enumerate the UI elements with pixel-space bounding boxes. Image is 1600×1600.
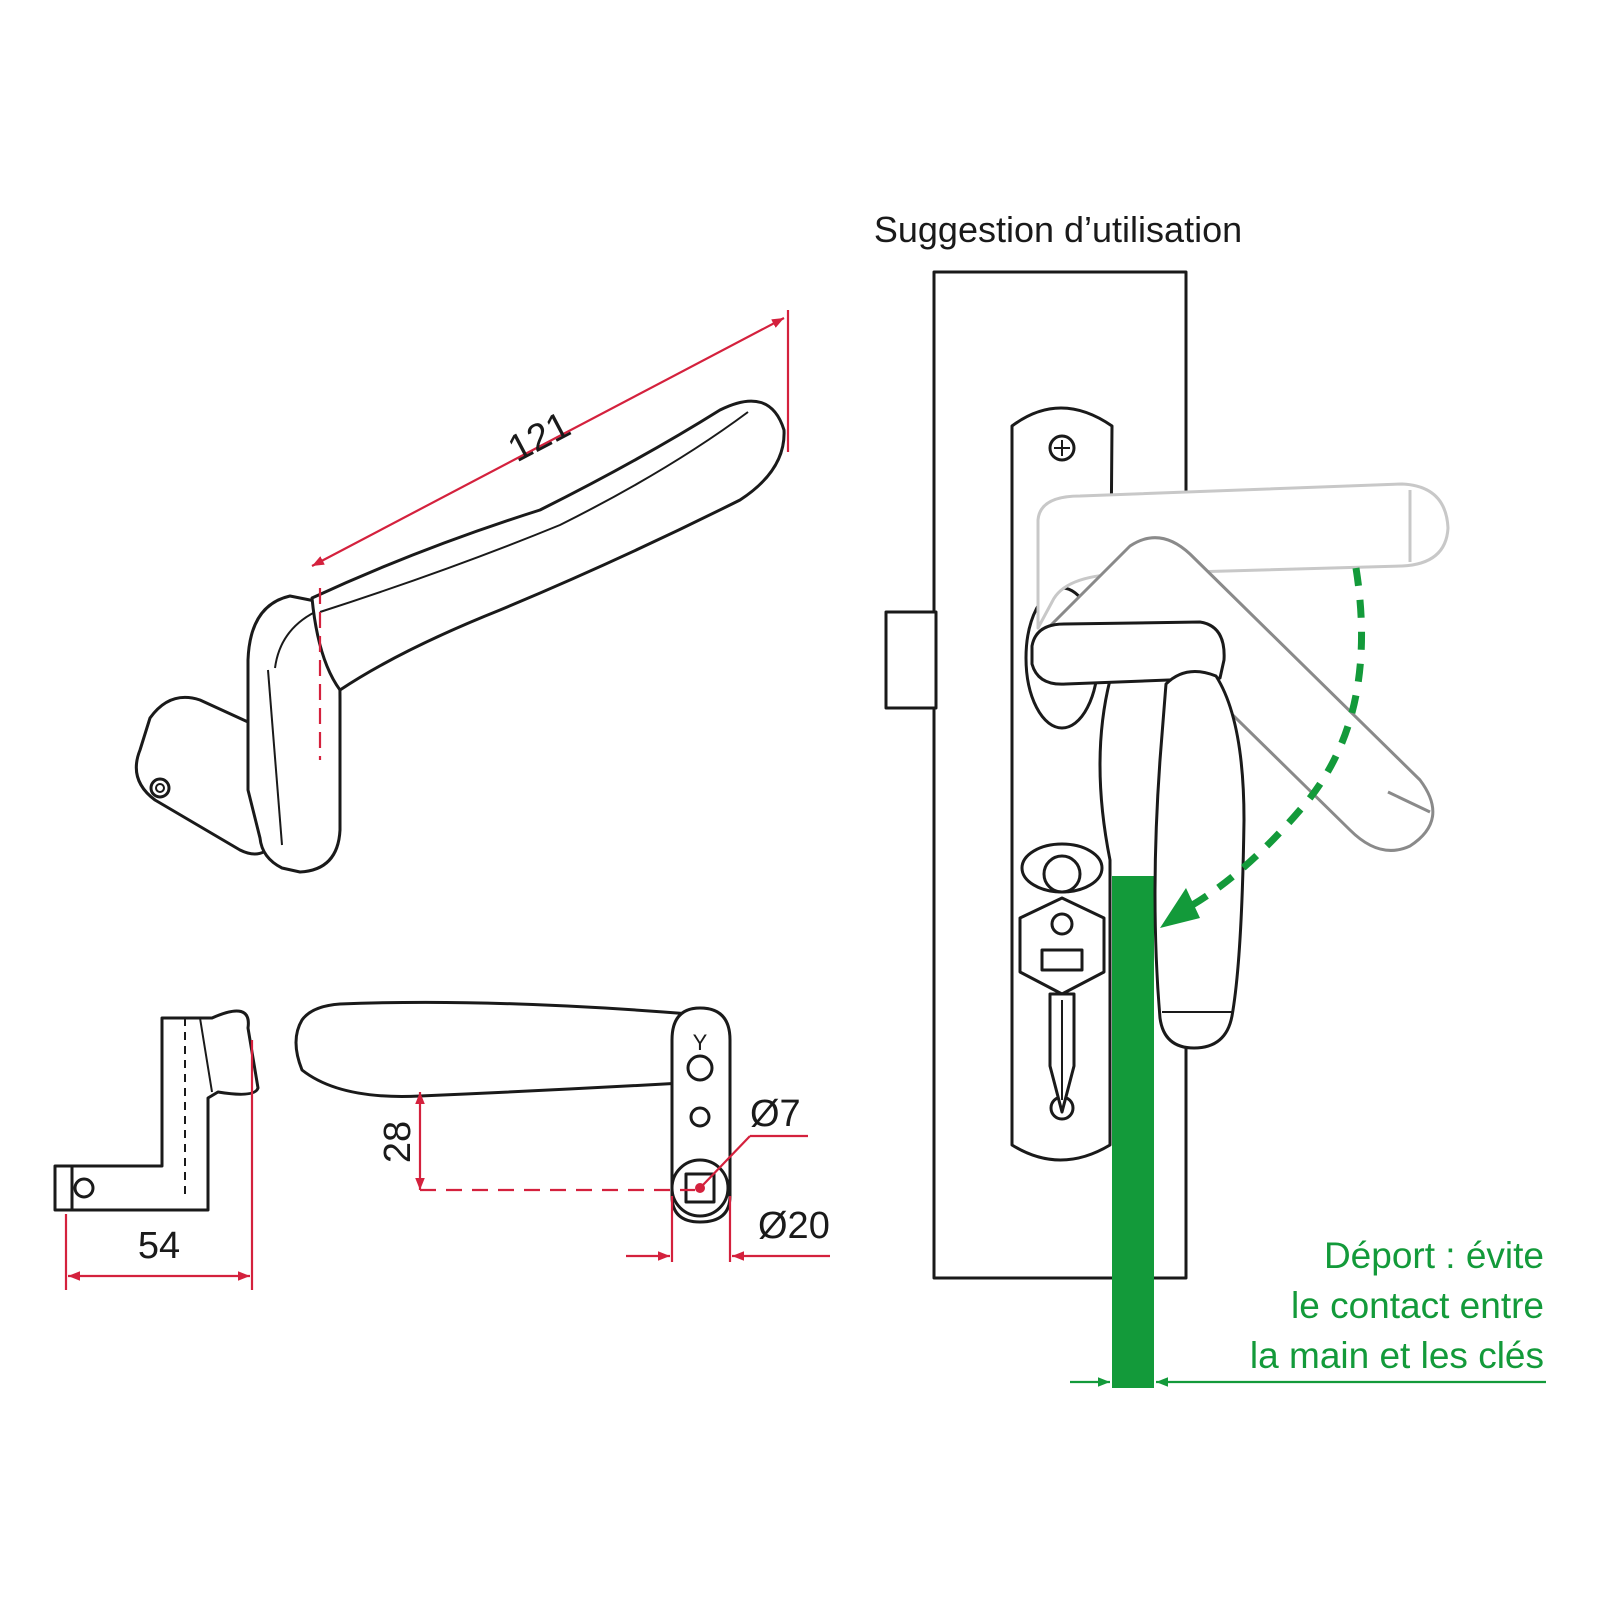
hole-icon [686, 1054, 714, 1082]
hole-icon [689, 1106, 711, 1128]
svg-text:Y: Y [693, 1030, 708, 1055]
rotation-arrow-icon [1178, 567, 1366, 916]
note-line-3: la main et les clés [1250, 1335, 1544, 1376]
usage-suggestion-view: Suggestion d’utilisation [874, 209, 1546, 1388]
depth-label: 54 [138, 1225, 180, 1267]
offset-label: 28 [377, 1121, 419, 1163]
hole-diameter-label: Ø7 [750, 1093, 801, 1135]
length-dimension-line [311, 317, 785, 567]
handle-top-view: Y 28 Ø7 Ø20 [294, 1000, 830, 1262]
usage-title: Suggestion d’utilisation [874, 209, 1242, 250]
handle-base-tongue [134, 695, 274, 856]
handle-post [246, 594, 342, 874]
note-line-2: le contact entre [1291, 1285, 1544, 1326]
handle-hub [1030, 620, 1226, 686]
screw-icon [149, 777, 171, 799]
screw-icon [73, 1177, 95, 1199]
key-icon [1018, 896, 1106, 1114]
clearance-offset-bar [1112, 876, 1154, 1388]
boss-diameter-label: Ø20 [758, 1205, 830, 1247]
handle-position-down [1153, 670, 1246, 1050]
top-view-lever [294, 1000, 702, 1098]
handle-position-horizontal [1036, 482, 1450, 630]
handle-perspective-view: 121 [134, 310, 790, 874]
side-view-body [68, 1009, 260, 1212]
handle-side-view: 54 [53, 1009, 260, 1290]
lock-bolt [884, 610, 938, 710]
note-line-1: Déport : évite [1324, 1235, 1544, 1276]
